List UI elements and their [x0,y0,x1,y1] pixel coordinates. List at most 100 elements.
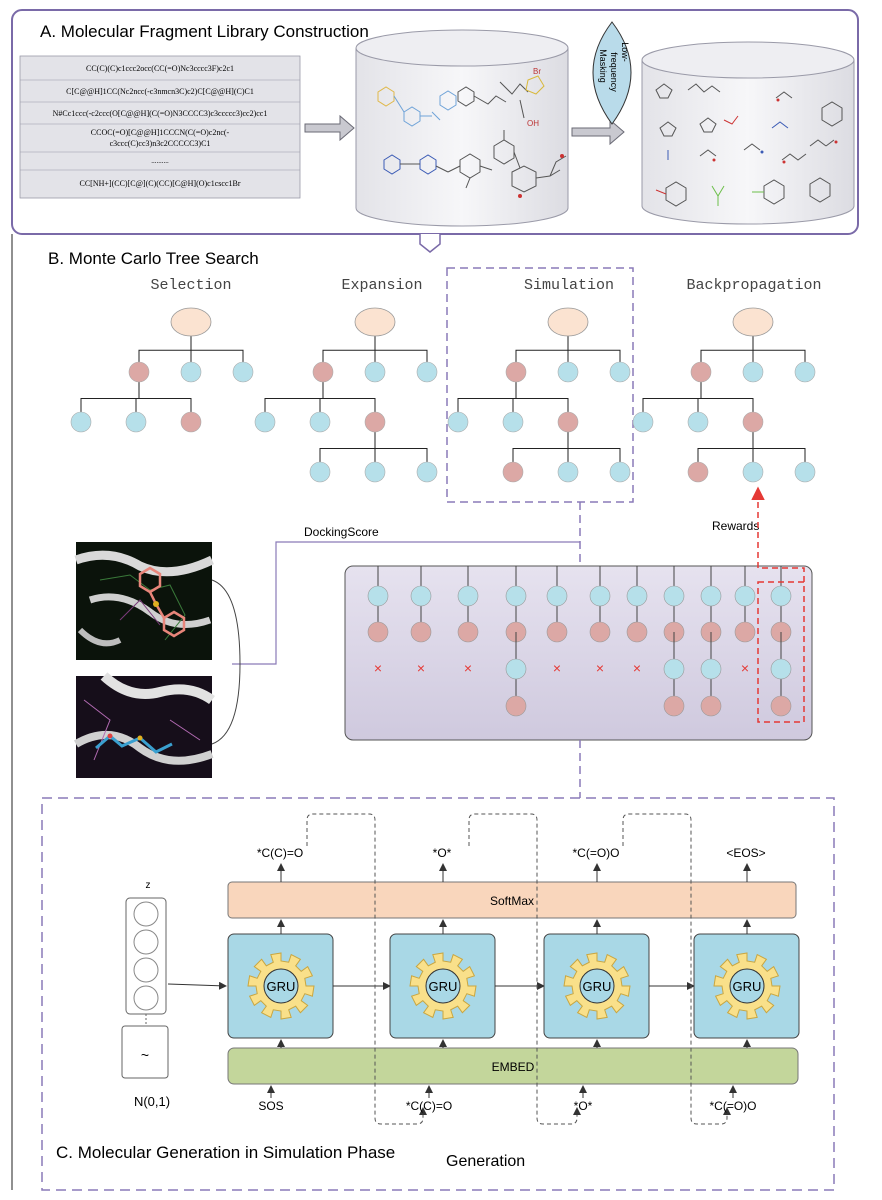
noise-label: N(0,1) [134,1094,170,1109]
tree-edge [374,336,428,362]
latent-unit [133,901,159,927]
gear-hub [729,968,765,1004]
gru-label: GRU [733,979,762,994]
best-rollout-highlight [757,581,805,723]
tree-node [180,411,202,433]
stage-label-backpropagation: Backpropagation [686,277,821,294]
tree-node [232,361,254,383]
rollout-column [770,566,792,717]
tree-node [312,361,334,383]
tree-edge [374,432,428,462]
molecule-database-cylinder: Br OH [355,29,569,227]
smiles-row: C[C@@H]1CC(Nc2ncc(-c3nmcn3C)c2)C[C@@H](C… [66,87,254,96]
rollout-column: × [457,566,479,676]
panel-b-title: B. Monte Carlo Tree Search [48,249,259,268]
gru-cell: GRU*O**C(C)=O [389,813,581,1125]
simulation-highlight-frame [446,267,634,503]
gru-cells: GRU*C(C)=OSOSGRU*O**C(C)=OGRU*C(=O)O*O*G… [227,813,800,1125]
cylinder-top [641,41,855,79]
latent-unit [133,957,159,983]
tree-edge [457,382,517,412]
softmax-label: SoftMax [490,894,534,908]
smiles-table: CC(C)(C)c1ccc2occ(CC(=O)Nc3cccc3F)c2c1 C… [19,55,301,199]
gru-label: GRU [429,979,458,994]
tree-edge [567,336,621,362]
rollout-node [505,658,527,680]
tree-node [742,361,764,383]
tree-node [309,411,331,433]
tree [254,307,438,483]
rollout-column: × [410,566,432,676]
tree-node [794,361,816,383]
rollout-column: × [546,566,568,676]
input-token: *C(=O)O [709,1099,756,1113]
rollout-fail-mark: × [741,660,749,676]
gru-label: GRU [267,979,296,994]
stage-label-selection: Selection [150,277,231,294]
rollout-node [663,658,685,680]
tree-edge [138,336,192,362]
tree-node [687,461,709,483]
tree-edge [322,382,376,412]
block-arrow [571,118,625,146]
tree-root-node [732,307,774,337]
rollout-column [700,566,722,717]
gear-hub [263,968,299,1004]
smiles-row: CC(C)(C)c1ccc2occ(CC(=O)Nc3cccc3F)c2c1 [86,64,234,73]
tree-edge [138,382,192,412]
rollout-node [505,585,527,607]
gru-cell: GRU*C(=O)O*O* [543,813,731,1125]
rollout-node [770,585,792,607]
rollout-node [457,585,479,607]
mcts-trees [70,307,816,483]
panel-a: A. Molecular Fragment Library Constructi… [11,9,859,253]
rollout-column: × [626,566,648,676]
gru-cell: GRU<EOS>*C(=O)O [693,846,800,1113]
rollout-node [546,585,568,607]
tree-node [690,361,712,383]
tree-node [364,361,386,383]
smiles-ellipsis: .......... [151,157,169,165]
tree-edge [515,336,569,362]
tree-edge [752,432,806,462]
tree-edge [80,382,140,412]
rollout-fail-mark: × [464,660,472,676]
tree-edge [515,382,569,412]
gear-hub [579,968,615,1004]
tree-node [309,461,331,483]
input-token: SOS [258,1099,283,1113]
docking-score-path [232,541,580,665]
rollout-column: × [589,566,611,676]
rollout-panel [344,565,813,741]
panel-c: C. Molecular Generation in Simulation Ph… [41,797,835,1191]
gru-label: GRU [583,979,612,994]
rollout-node [589,585,611,607]
rollout-node [367,585,389,607]
softmax-layer [227,881,797,919]
tree-node [416,461,438,483]
low-frequency-masking-lens: Low- frequency Masking [592,21,632,125]
smiles-row: N#Cc1ccc(-c2ccc(O[C@@H](C(=O)N3CCCC3)c3c… [53,109,268,118]
rollout-node [770,695,792,717]
molecule-structures: Br OH [377,67,567,198]
rollout-column: × [734,566,756,676]
z-to-gru-arrow [167,981,227,990]
tree-node [254,411,276,433]
panel-b: B. Monte Carlo Tree Search Selection Exp… [48,249,822,798]
rollout-fail-mark: × [633,660,641,676]
embed-layer [227,1047,799,1085]
noise-box [121,1025,169,1079]
embed-label: EMBED [492,1060,535,1074]
tree-node [687,411,709,433]
fragment-structures [655,83,843,207]
tree-node [502,461,524,483]
output-token: *C(=O)O [572,846,619,860]
rollout-fail-mark: × [417,660,425,676]
rollout-node [700,658,722,680]
tree-node [609,461,631,483]
rollout-node [589,621,611,643]
panel-a-title: A. Molecular Fragment Library Constructi… [40,22,369,41]
rollout-node [770,658,792,680]
tree-edge [319,432,376,462]
